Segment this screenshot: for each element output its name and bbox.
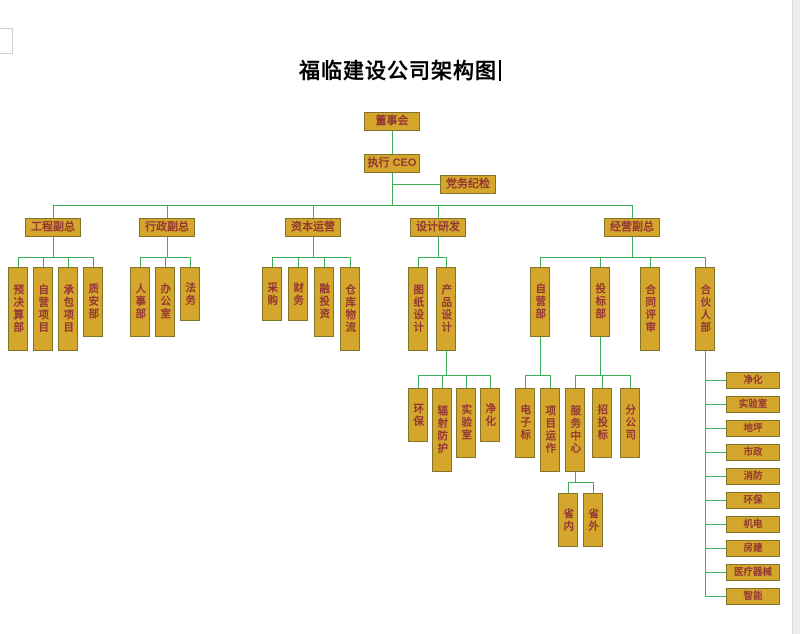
- org-node-budget-dept[interactable]: 预决算部: [8, 267, 28, 351]
- org-node-warehouse-logistics[interactable]: 仓库物流: [340, 267, 360, 351]
- org-node-tendering[interactable]: 招投标: [592, 388, 612, 458]
- org-node-environmental[interactable]: 环保: [408, 388, 428, 442]
- org-node-ceo[interactable]: 执行 CEO: [364, 154, 420, 173]
- org-node-partner-purification[interactable]: 净化: [726, 372, 780, 389]
- org-node-drawing-design[interactable]: 图纸设计: [408, 267, 428, 351]
- org-node-laboratory[interactable]: 实验室: [456, 388, 476, 458]
- org-node-partner-medical-devices[interactable]: 医疗器械: [726, 564, 780, 581]
- org-node-out-province[interactable]: 省外: [583, 493, 603, 547]
- org-node-contract-review[interactable]: 合同评审: [640, 267, 660, 351]
- org-node-contracted-projects[interactable]: 承包项目: [58, 267, 78, 351]
- org-node-operations-vp[interactable]: 经营副总: [604, 218, 660, 237]
- org-node-partner-building-construction[interactable]: 房建: [726, 540, 780, 557]
- org-node-board[interactable]: 董事会: [364, 112, 420, 131]
- org-node-partners-dept[interactable]: 合伙人部: [695, 267, 715, 351]
- org-node-partner-laboratory[interactable]: 实验室: [726, 396, 780, 413]
- org-node-purification[interactable]: 净化: [480, 388, 500, 442]
- org-node-partner-flooring[interactable]: 地坪: [726, 420, 780, 437]
- org-node-self-operated-projects[interactable]: 自营项目: [33, 267, 53, 351]
- org-node-radiation-protection[interactable]: 辐射防护: [432, 388, 452, 472]
- org-node-partner-mechanical-electrical[interactable]: 机电: [726, 516, 780, 533]
- org-node-service-center[interactable]: 服务中心: [565, 388, 585, 472]
- org-node-finance[interactable]: 财务: [288, 267, 308, 321]
- org-node-hr-dept[interactable]: 人事部: [130, 267, 150, 337]
- org-node-quality-safety-dept[interactable]: 质安部: [83, 267, 103, 337]
- org-node-bidding-dept[interactable]: 投标部: [590, 267, 610, 337]
- org-node-admin-vp[interactable]: 行政副总: [139, 218, 195, 237]
- org-node-product-design[interactable]: 产品设计: [436, 267, 456, 351]
- org-node-investment[interactable]: 融投资: [314, 267, 334, 337]
- org-node-legal[interactable]: 法务: [180, 267, 200, 321]
- org-node-party-discipline[interactable]: 党务纪检: [440, 175, 496, 194]
- page-title[interactable]: 福临建设公司架构图: [0, 55, 800, 85]
- org-node-capital-operations[interactable]: 资本运营: [285, 218, 341, 237]
- org-node-in-province[interactable]: 省内: [558, 493, 578, 547]
- org-node-partner-municipal[interactable]: 市政: [726, 444, 780, 461]
- org-node-design-rd[interactable]: 设计研发: [410, 218, 466, 237]
- org-node-partner-environmental[interactable]: 环保: [726, 492, 780, 509]
- page-edge-right: [792, 0, 800, 634]
- org-node-office[interactable]: 办公室: [155, 267, 175, 337]
- org-node-branch-company[interactable]: 分公司: [620, 388, 640, 458]
- org-node-e-bidding[interactable]: 电子标: [515, 388, 535, 458]
- org-node-partner-smart[interactable]: 智能: [726, 588, 780, 605]
- org-node-project-operation[interactable]: 项目运作: [540, 388, 560, 472]
- text-cursor: [499, 60, 501, 81]
- org-node-engineering-vp[interactable]: 工程副总: [25, 218, 81, 237]
- title-text: 福临建设公司架构图: [299, 60, 497, 83]
- org-node-procurement[interactable]: 采购: [262, 267, 282, 321]
- page-corner-marker: [0, 28, 13, 54]
- org-node-self-operation-dept[interactable]: 自营部: [530, 267, 550, 337]
- org-node-partner-fire-protection[interactable]: 消防: [726, 468, 780, 485]
